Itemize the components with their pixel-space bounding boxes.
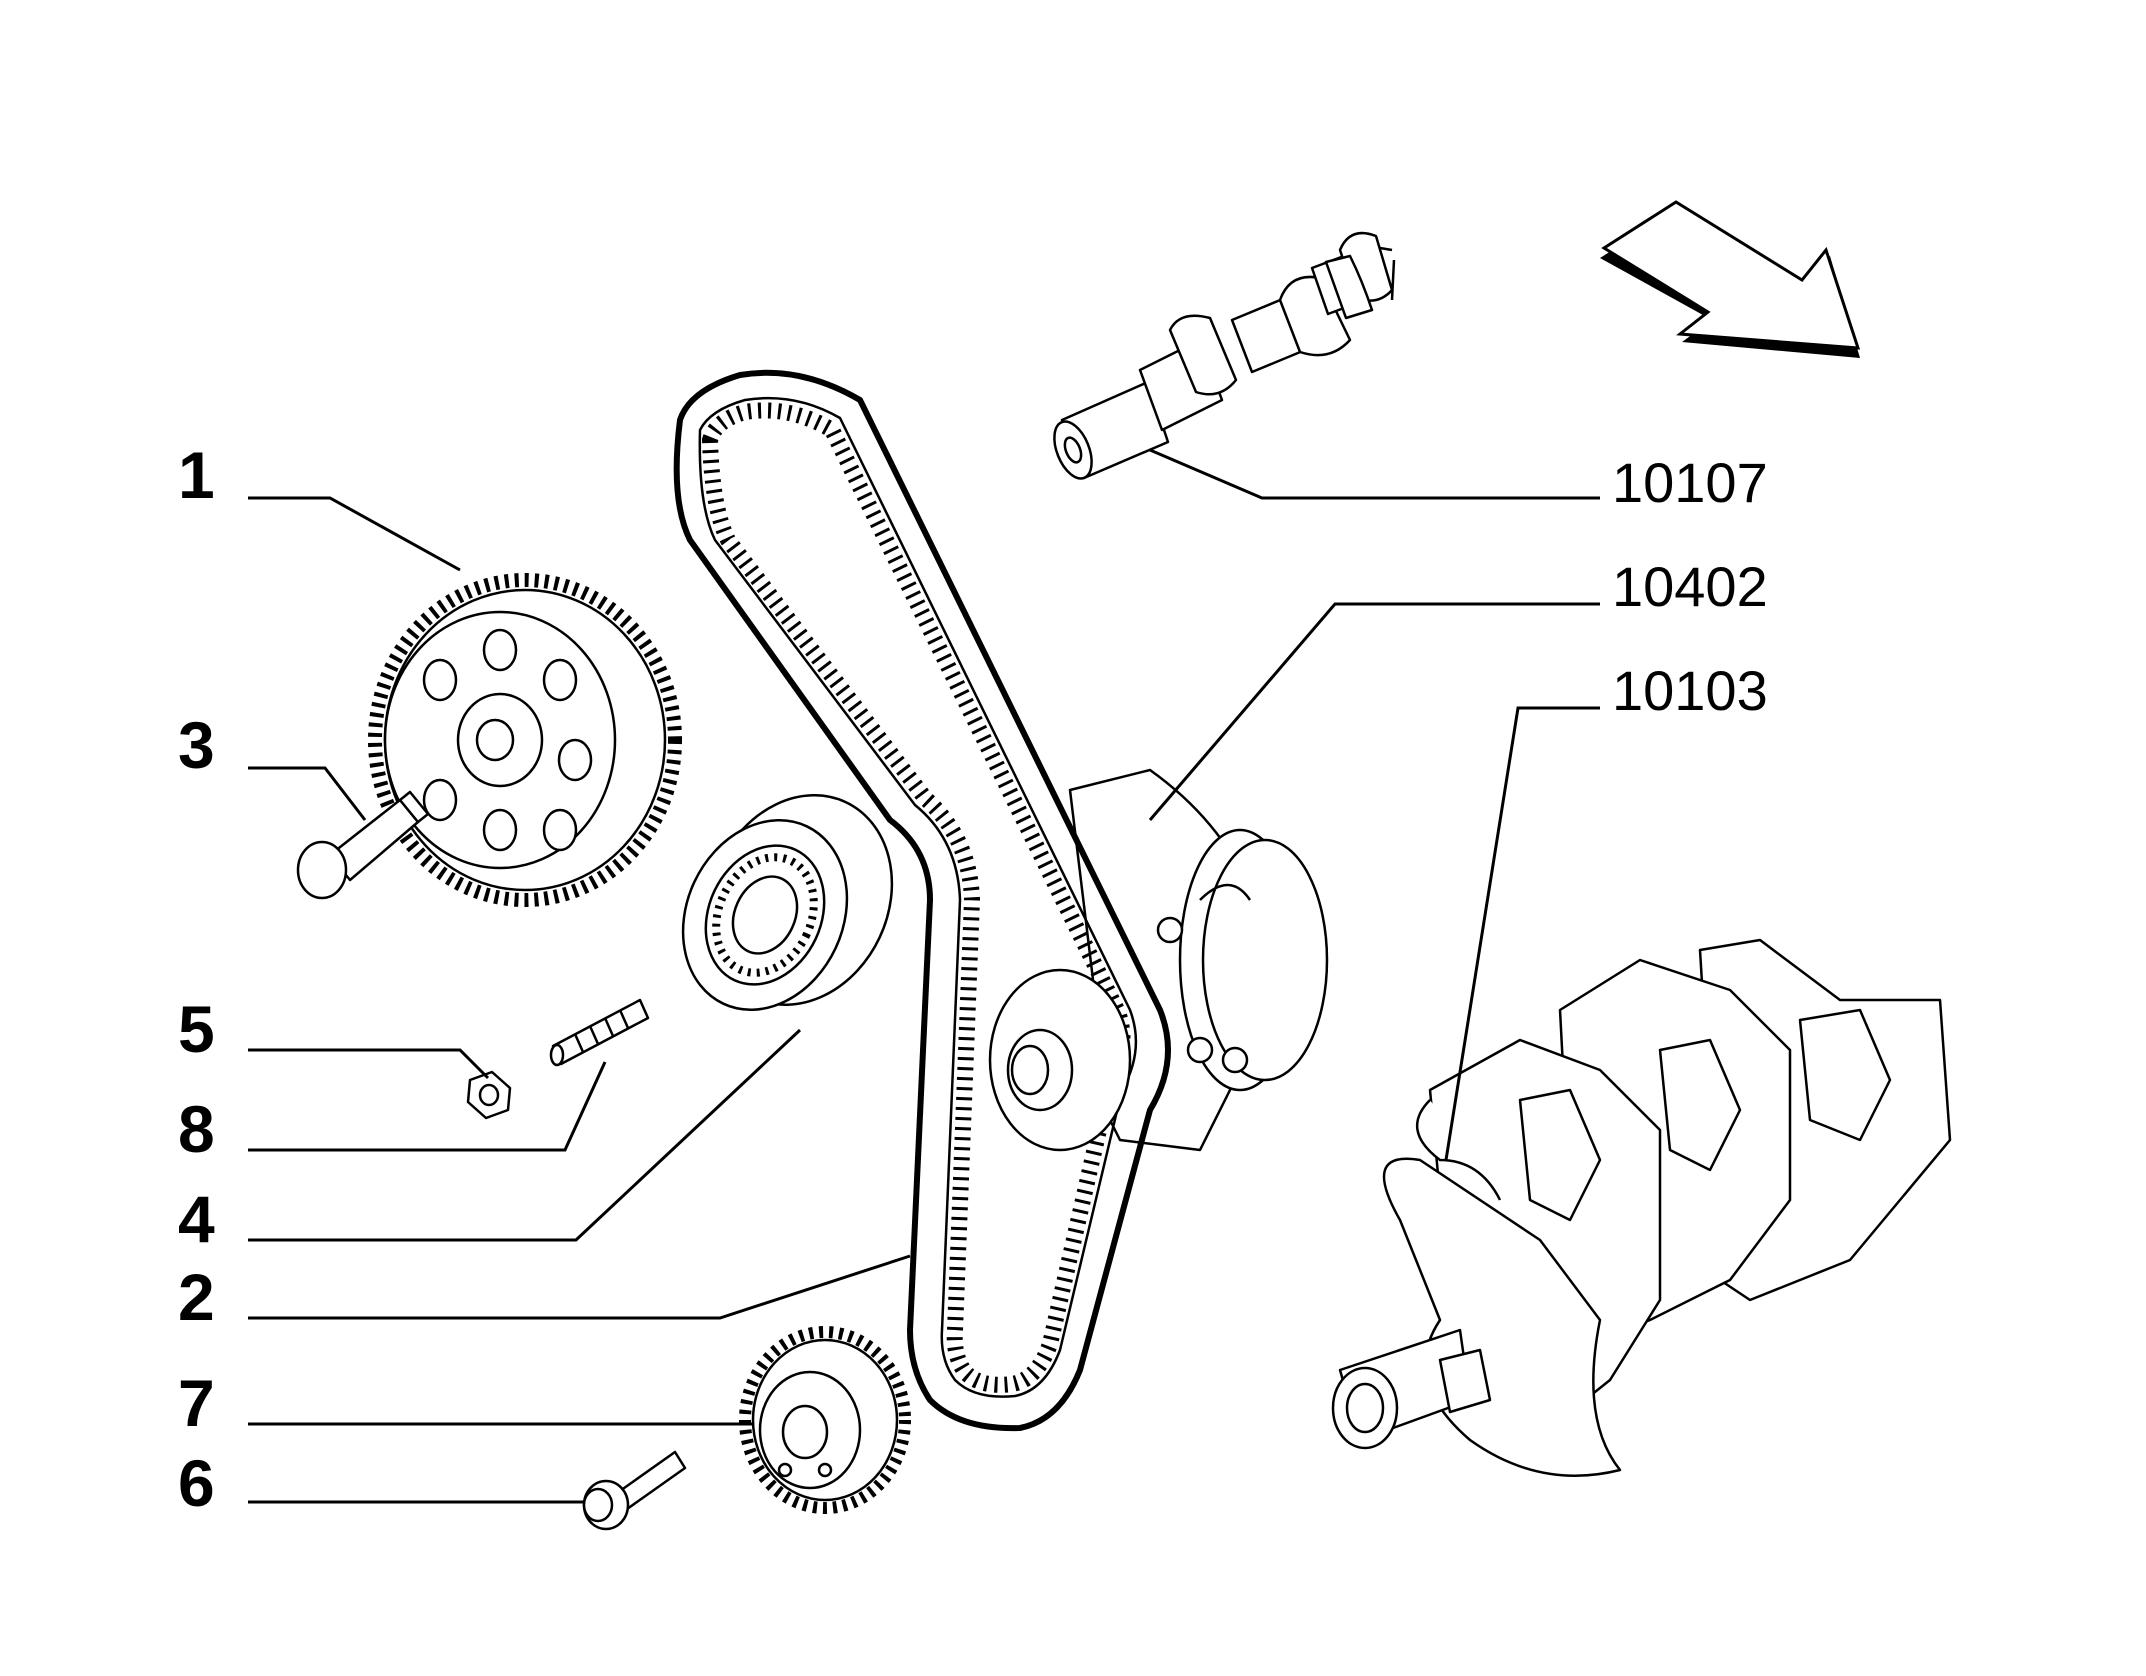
- camshaft-pulley: [368, 573, 682, 907]
- stud-8: [549, 998, 650, 1067]
- tensioner-bearing: [681, 794, 894, 1011]
- reference-10107: 10107: [1612, 451, 1768, 514]
- callout-4: 4: [178, 1182, 215, 1256]
- callout-3: 3: [178, 708, 215, 782]
- bolt-6: [582, 1450, 687, 1531]
- camshaft: [1053, 231, 1396, 480]
- direction-arrow-icon: [1600, 200, 1861, 358]
- callout-7: 7: [178, 1366, 215, 1440]
- crankshaft: [1331, 938, 1952, 1477]
- reference-10103: 10103: [1612, 659, 1768, 722]
- callout-1: 1: [178, 438, 215, 512]
- reference-10402: 10402: [1612, 555, 1768, 618]
- timing-belt: [673, 369, 1171, 1432]
- callout-2: 2: [178, 1260, 215, 1334]
- callout-5: 5: [178, 992, 215, 1066]
- callout-8: 8: [178, 1092, 215, 1166]
- crankshaft-gear: [739, 1326, 911, 1514]
- callout-6: 6: [178, 1446, 215, 1520]
- nut-5: [466, 1070, 512, 1120]
- bolt-3: [296, 790, 430, 900]
- leader-lines: [248, 448, 1600, 1504]
